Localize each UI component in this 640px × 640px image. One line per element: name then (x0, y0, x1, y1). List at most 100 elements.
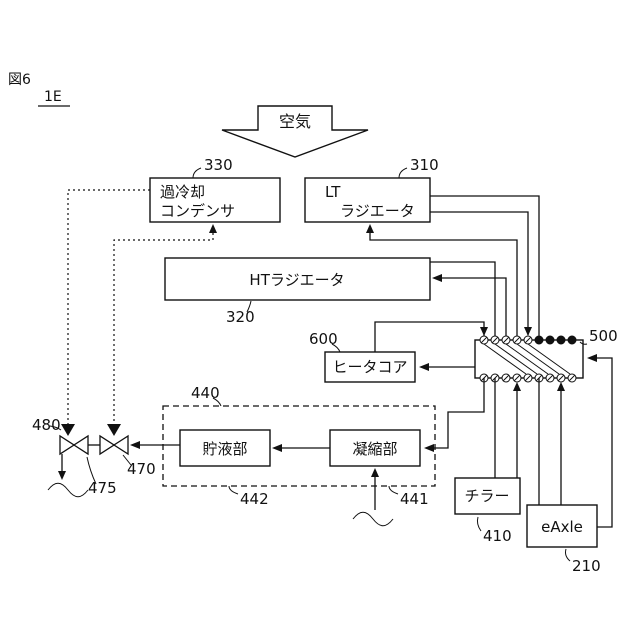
ref-470-label: 470 (127, 460, 156, 478)
condensing-unit-dashed-box (162, 405, 436, 487)
line-ht-radiator-out (430, 261, 496, 336)
line-lt-radiator-in (369, 233, 518, 336)
ht-radiator: HTラジエータ 320 (164, 257, 431, 326)
arrow-left-into-ht-radiator (432, 274, 442, 282)
valve-right-triangle-a (99, 434, 116, 456)
ref-441-label: 441 (400, 490, 429, 508)
ref-310-label: 310 (410, 156, 439, 174)
heater-core: ヒータコア 600 (309, 330, 416, 383)
eaxle-box (526, 504, 598, 548)
figure-id-label: 1E (44, 89, 62, 105)
arrow-left-into-reservoir (272, 444, 282, 452)
line-manifold-to-condenser (434, 378, 485, 449)
subcool-condenser-label-line2: コンデンサ (160, 202, 235, 220)
ref-210-leader (565, 548, 571, 562)
ref-475-label: 475 (88, 479, 117, 497)
manifold-diagonal (483, 343, 527, 375)
arrow-left-into-condenser (424, 444, 434, 452)
arrow-left-into-valve (130, 441, 140, 449)
lt-radiator-label-line2: ラジエータ (340, 202, 415, 220)
arrow-up-into-manifold-a (513, 382, 521, 391)
ref-320-leader (246, 300, 252, 313)
eaxle: eAxle 210 (526, 504, 601, 575)
ref-410-leader (476, 516, 482, 532)
reservoir-label: 貯液部 (202, 440, 247, 458)
lt-radiator-label-line1: LT (325, 183, 341, 201)
ref-500-label: 500 (589, 327, 618, 345)
heater-core-label: ヒータコア (332, 358, 407, 376)
ref-600-leader (331, 343, 341, 353)
break-wavy-line-condenser (352, 511, 394, 527)
air-flow-arrow: 空気 (221, 105, 369, 158)
manifold-diagonal (527, 343, 571, 375)
manifold-diagonal (494, 343, 538, 375)
subcool-condenser-box (149, 177, 281, 223)
arrow-up-into-manifold-b (557, 382, 565, 391)
subcool-condenser: 過冷却 コンデンサ 330 (149, 156, 281, 223)
manifold-top-ports (479, 335, 577, 345)
ref-330-leader (192, 167, 202, 179)
ref-500-leader (579, 341, 588, 345)
valve-left-triangle-a (59, 434, 76, 456)
arrow-down-drain (58, 471, 66, 480)
valve-left-triangle-b (72, 434, 89, 456)
arrow-up-into-lt-radiator (366, 224, 374, 233)
arrow-up-into-condenser (371, 468, 379, 477)
ref-442-leader (228, 485, 239, 495)
break-wavy-line-drain (47, 482, 89, 498)
air-arrow-shape (221, 105, 369, 158)
subcool-condenser-label-line1: 過冷却 (160, 183, 205, 201)
line-ht-radiator-in (442, 277, 507, 336)
ref-442-label: 442 (240, 490, 269, 508)
reservoir-box (179, 429, 271, 467)
manifold-diagonal (505, 343, 549, 375)
line-eaxle-loop (597, 357, 613, 528)
coolant-lines (47, 195, 613, 528)
arrow-down-into-manifold-a (524, 327, 532, 336)
ref-600-label: 600 (309, 330, 338, 348)
ref-210-label: 210 (572, 557, 601, 575)
ref-440-label: 440 (191, 384, 220, 402)
ht-radiator-box (164, 257, 431, 301)
chiller: チラー 410 (454, 477, 521, 545)
manifold-bottom-ports (479, 373, 577, 383)
ref-440-leader (212, 397, 222, 407)
arrow-down-into-manifold-b (480, 327, 488, 336)
eaxle-label: eAxle (541, 518, 583, 536)
heater-core-box (324, 351, 416, 383)
chiller-box (454, 477, 521, 515)
valve-left-inlet-arrowhead (61, 424, 75, 436)
ref-441-leader (388, 485, 399, 495)
line-lt-radiator-out (430, 211, 529, 335)
ref-330-label: 330 (204, 156, 233, 174)
valve-group: 480 475 470 (32, 416, 156, 497)
ref-475-leader (86, 456, 97, 485)
line-heater-core-top (374, 321, 485, 352)
chiller-label: チラー (464, 487, 509, 505)
refrigerant-dotted-lines (67, 189, 217, 424)
valve-manifold-box (474, 339, 584, 379)
condenser-label: 凝縮部 (352, 440, 397, 458)
dotted-line-condenser-to-left-valve (67, 189, 150, 424)
ref-480-leader (49, 425, 62, 431)
condenser-box (329, 429, 421, 467)
ref-310-leader (398, 167, 408, 179)
valve-manifold-unit: 500 (474, 327, 618, 383)
ref-320-label: 320 (226, 308, 255, 326)
arrow-left-into-heater-core (419, 363, 429, 371)
ref-470-leader (122, 454, 132, 466)
arrow-left-into-manifold-right (587, 354, 597, 362)
valve-right-inlet-arrowhead (107, 424, 121, 436)
valve-right-triangle-b (112, 434, 129, 456)
lt-radiator-box (304, 177, 431, 223)
ref-410-label: 410 (483, 527, 512, 545)
manifold-diagonal (516, 343, 560, 375)
air-label: 空気 (279, 112, 311, 131)
line-lt-radiator-top-port (430, 195, 540, 336)
condensing-unit: 440 貯液部 凝縮部 (162, 384, 436, 487)
ht-radiator-label: HTラジエータ (249, 271, 344, 289)
dotted-line-right-valve-to-condenser (113, 233, 214, 424)
lt-radiator: LT ラジエータ 310 (304, 156, 439, 223)
